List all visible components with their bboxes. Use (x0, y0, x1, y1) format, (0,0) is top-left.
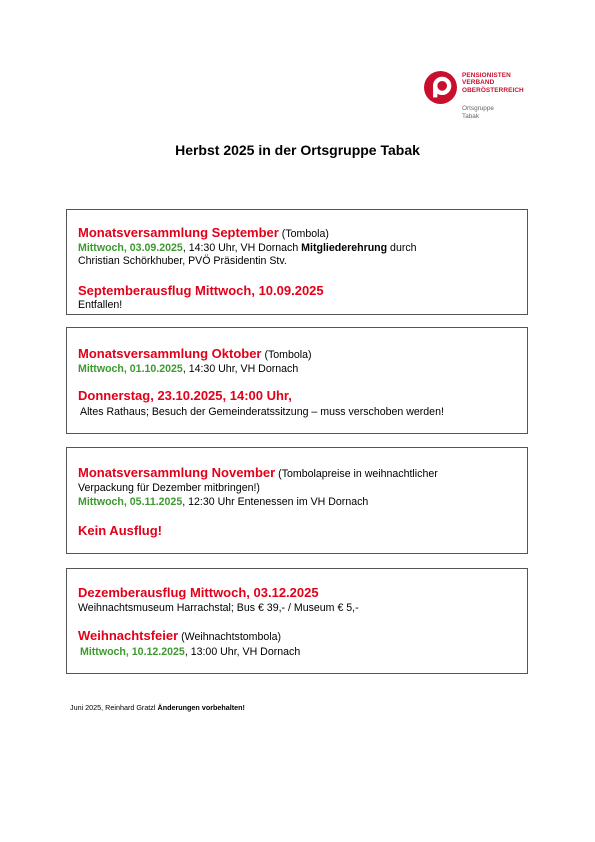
after-emphasis: durch (387, 242, 417, 254)
time-place: , 12:30 Uhr Entenessen im VH Dornach (182, 496, 369, 508)
heading-note: (Tombola) (278, 228, 329, 240)
trip-status: Entfallen! (78, 299, 123, 311)
heading-line: Weihnachtsfeier (Weihnachtstombola) (78, 628, 282, 643)
date-line: Mittwoch, 03.09.2025, 14:30 Uhr, VH Dorn… (78, 242, 417, 254)
date: Mittwoch, 03.09.2025 (78, 242, 183, 254)
date-line: Mittwoch, 05.11.2025, 12:30 Uhr Enteness… (78, 496, 368, 508)
heading: Monatsversammlung Oktober (78, 346, 262, 361)
date-line: Mittwoch, 10.12.2025, 13:00 Uhr, VH Dorn… (80, 646, 300, 658)
event-box-dezember: Dezemberausflug Mittwoch, 03.12.2025 Wei… (66, 568, 528, 674)
trip-heading: Kein Ausflug! (78, 523, 163, 538)
time-place: , 13:00 Uhr, VH Dornach (184, 646, 301, 658)
trip-description: Weihnachtsmuseum Harrachstal; Bus € 39,-… (78, 602, 359, 614)
event-heading: Donnerstag, 23.10.2025, 14:00 Uhr, (78, 388, 292, 403)
date: Mittwoch, 05.11.2025 (78, 496, 183, 508)
description-line: Christian Schörkhuber, PVÖ Präsidentin S… (78, 255, 287, 267)
date: Mittwoch, 10.12.2025 (80, 646, 185, 658)
heading-note-line-2: Verpackung für Dezember mitbringen!) (78, 482, 260, 494)
date-line: Mittwoch, 01.10.2025, 14:30 Uhr, VH Dorn… (78, 363, 298, 375)
time-place: , 14:30 Uhr, VH Dornach (182, 363, 299, 375)
logo-line-2: VERBAND (462, 79, 495, 87)
event-box-september: Monatsversammlung September (Tombola) Mi… (66, 209, 528, 315)
heading-note: (Tombola) (261, 349, 312, 361)
logo-text: PENSIONISTEN VERBAND OBERÖSTERREICH (462, 72, 524, 94)
heading-line: Monatsversammlung November (Tombolapreis… (78, 465, 438, 480)
heading: Monatsversammlung September (78, 225, 279, 240)
heading-line: Monatsversammlung September (Tombola) (78, 225, 329, 240)
trip-heading: Septemberausflug Mittwoch, 10.09.2025 (78, 283, 324, 298)
logo-subtitle: Ortsgruppe Tabak (462, 105, 494, 120)
logo-line-1: PENSIONISTEN (462, 72, 511, 79)
page-title: Herbst 2025 in der Ortsgruppe Tabak (175, 142, 420, 158)
heading-line: Monatsversammlung Oktober (Tombola) (78, 346, 312, 361)
event-description: Altes Rathaus; Besuch der Gemeinderatssi… (80, 406, 444, 418)
event-box-oktober: Monatsversammlung Oktober (Tombola) Mitt… (66, 327, 528, 434)
heading: Weihnachtsfeier (78, 628, 179, 643)
footer-text: Juni 2025, Reinhard Gratzl (70, 703, 158, 712)
logo-sub-1: Ortsgruppe (462, 105, 494, 112)
heading-note: (Weihnachtstombola) (178, 631, 282, 643)
footer-emphasis: Änderungen vorbehalten! (157, 703, 245, 712)
pensionistenverband-logo-icon (424, 71, 457, 104)
time-place: , 14:30 Uhr, VH Dornach (182, 242, 302, 254)
logo-sub-2: Tabak (462, 112, 480, 120)
heading-note: (Tombolapreise in weihnachtlicher (275, 468, 438, 480)
trip-heading: Dezemberausflug Mittwoch, 03.12.2025 (78, 585, 319, 600)
event-box-november: Monatsversammlung November (Tombolapreis… (66, 447, 528, 554)
footer: Juni 2025, Reinhard Gratzl Änderungen vo… (70, 703, 245, 712)
logo: PENSIONISTEN VERBAND OBERÖSTERREICH Orts… (424, 68, 544, 128)
heading: Monatsversammlung November (78, 465, 276, 480)
emphasis: Mitgliederehrung (301, 242, 388, 254)
logo-line-3: OBERÖSTERREICH (462, 86, 524, 94)
date: Mittwoch, 01.10.2025 (78, 363, 183, 375)
